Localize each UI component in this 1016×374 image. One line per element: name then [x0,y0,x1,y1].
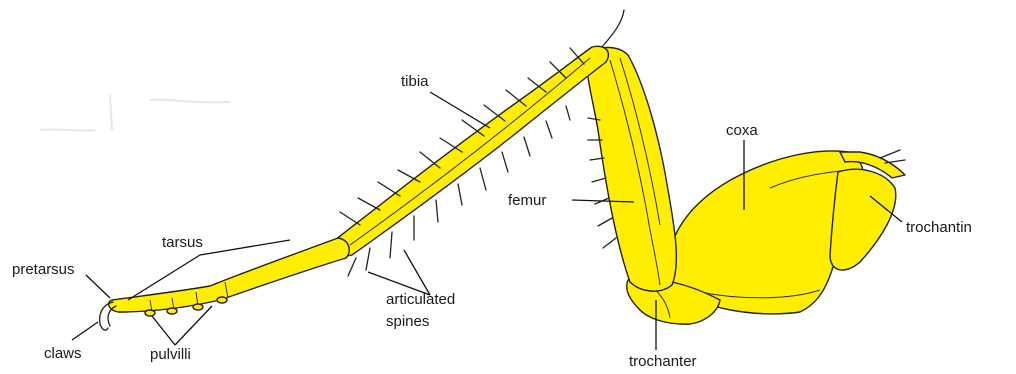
label-trochanter: trochanter [629,353,697,370]
leader-spines-b [404,250,430,295]
label-pulvilli: pulvilli [150,346,191,363]
leader-claws [72,322,98,340]
leader-pulvilli-b [175,306,212,345]
leader-tarsus-b [200,240,290,255]
background-marks [40,95,230,131]
tibia-shape [335,10,624,276]
label-spines: spines [386,313,429,330]
label-pretarsus: pretarsus [12,261,75,278]
tibia-spines-upper [340,48,584,225]
leader-pulvilli-a [152,316,175,345]
label-claws: claws [44,345,82,362]
leader-pretarsus [86,275,110,298]
label-tibia: tibia [401,73,429,90]
label-coxa: coxa [726,122,758,139]
tibia-spines-lower [348,106,570,276]
femur-shape [587,48,676,292]
leader-tibia [430,92,490,128]
label-tarsus: tarsus [162,234,203,251]
label-femur: femur [508,192,546,209]
label-trochantin: trochantin [906,219,972,236]
label-articulated: articulated [386,291,455,308]
